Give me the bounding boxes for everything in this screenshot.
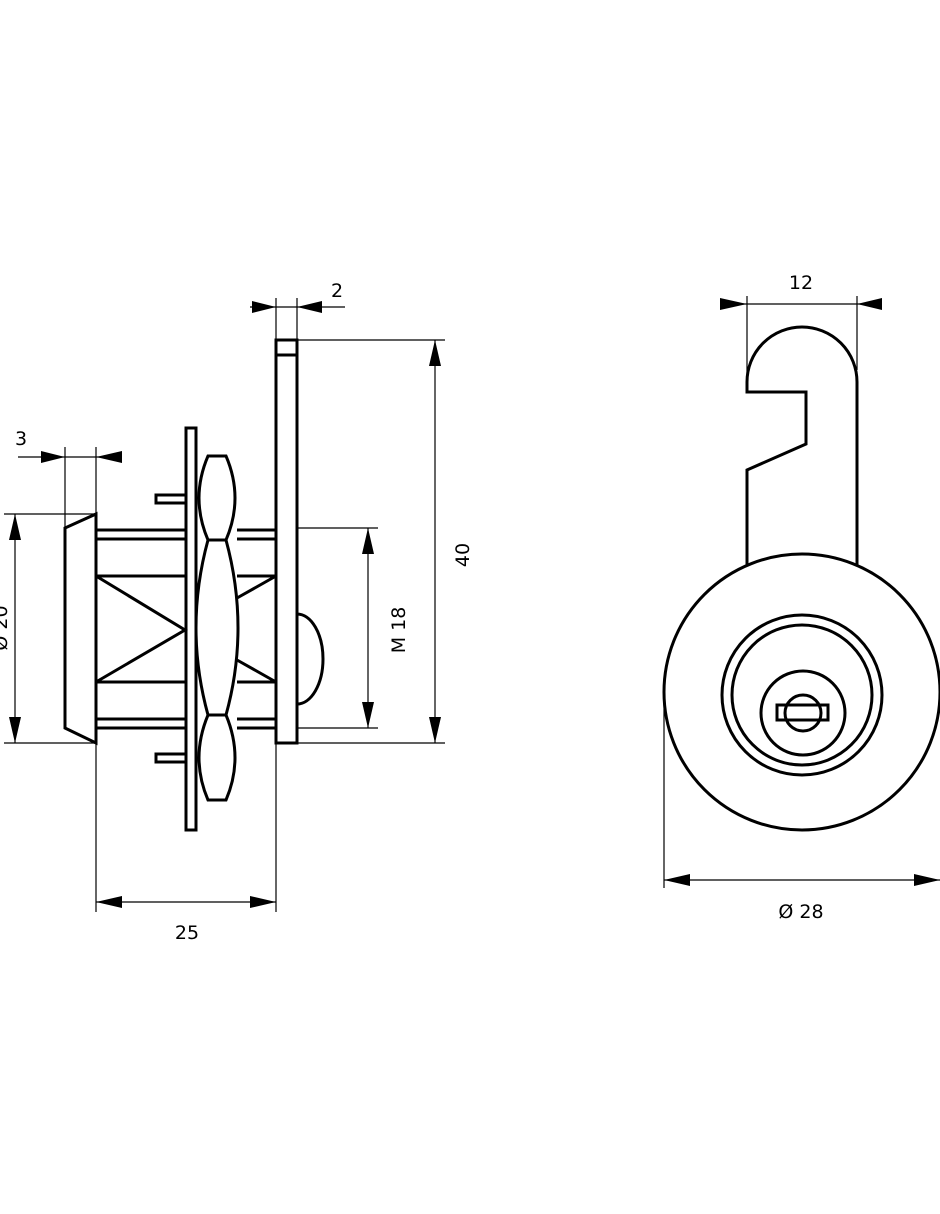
cam-latch — [745, 325, 859, 565]
dimension-cam-width: 12 — [720, 272, 882, 385]
dimension-bezel-thickness: 3 — [15, 428, 122, 528]
dimension-label: M 18 — [388, 607, 410, 654]
dimension-label: Ø 20 — [0, 605, 12, 650]
dimension-height: 40 — [297, 339, 474, 744]
pin — [154, 493, 188, 505]
dimension-label: 25 — [175, 922, 199, 944]
lock-body — [95, 528, 277, 730]
dimension-label: 3 — [15, 428, 27, 450]
dimension-label: Ø 28 — [778, 901, 823, 923]
dimension-bezel-diameter: Ø 20 — [0, 513, 96, 744]
outer-ring — [720, 613, 884, 777]
washer-plate — [184, 426, 198, 832]
cam-dome — [296, 612, 325, 706]
keyway-circle — [783, 693, 823, 733]
side-view: 3 Ø 20 2 40 — [0, 280, 474, 944]
bezel — [63, 511, 98, 746]
dimension-label: 12 — [789, 272, 813, 294]
dimension-diameter: Ø 28 — [663, 700, 940, 923]
dimension-body-length: 25 — [95, 743, 277, 944]
dimension-label: 2 — [331, 280, 343, 302]
hex-nut — [194, 454, 240, 802]
front-view: 12 Ø 28 — [662, 272, 940, 923]
keyhole-icon — [775, 703, 830, 722]
dimension-plate-thickness: 2 — [250, 280, 345, 340]
dimension-label: 40 — [452, 543, 474, 567]
key-cylinder — [759, 669, 847, 757]
bezel-face — [662, 552, 940, 832]
inner-ring — [730, 623, 874, 767]
dimension-thread: M 18 — [297, 527, 410, 729]
mounting-plate — [274, 338, 299, 745]
pin — [154, 752, 188, 764]
